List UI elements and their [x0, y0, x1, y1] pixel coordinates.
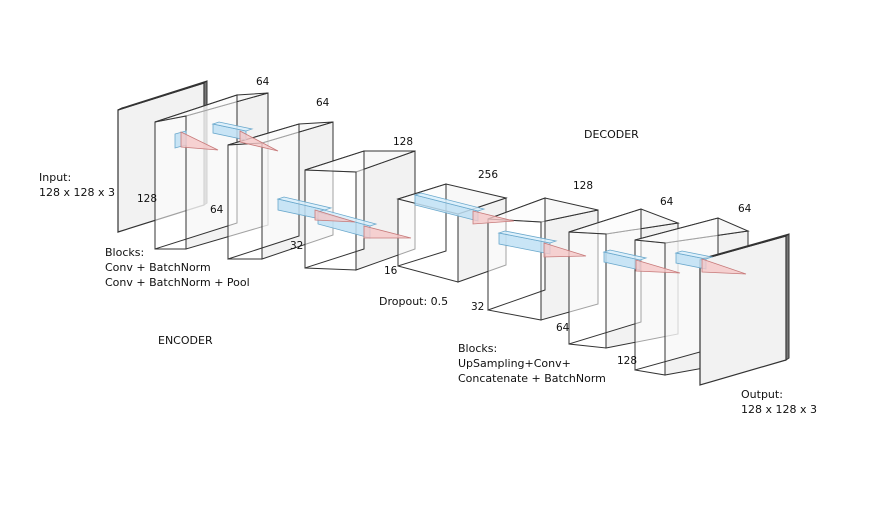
dim-label: 128	[617, 355, 637, 367]
decoder-blocks-line2: Concatenate + BatchNorm	[458, 372, 606, 385]
dim-label: 128	[393, 136, 413, 148]
cone-1	[180, 131, 219, 151]
dropout-label: Dropout: 0.5	[379, 295, 448, 308]
dim-label: 64	[556, 322, 570, 334]
decoder-blocks-line1: UpSampling+Conv+	[458, 357, 571, 370]
dim-label: 256	[478, 169, 498, 181]
dim-label: 128	[573, 180, 593, 192]
cone-7	[635, 259, 681, 274]
kernel-3	[211, 121, 254, 132]
cone-3	[314, 209, 356, 223]
decoder-label: DECODER	[584, 128, 639, 141]
dim-label: 64	[316, 97, 330, 109]
dim-label: 64	[660, 196, 674, 208]
dim-label: 64	[738, 203, 752, 215]
output-label-size: 128 x 128 x 3	[741, 403, 817, 416]
encoder-blocks-line2: Conv + BatchNorm + Pool	[105, 276, 250, 289]
dim-label: 128	[137, 193, 157, 205]
encoder-blocks-line1: Conv + BatchNorm	[105, 261, 211, 274]
input-label-title: Input:	[39, 171, 71, 184]
output-plate	[699, 233, 790, 386]
kernel-11	[497, 230, 558, 244]
kernel-13	[602, 249, 648, 261]
text-labels: Input: 128 x 128 x 3 Blocks: Conv + Batc…	[39, 128, 817, 416]
dim-label: 32	[471, 301, 484, 313]
encoder-label: ENCODER	[158, 334, 213, 347]
cone-8	[701, 258, 747, 275]
cone-5	[472, 210, 515, 225]
input-label-size: 128 x 128 x 3	[39, 186, 115, 199]
dim-label: 64	[210, 204, 224, 216]
kernel-9	[413, 192, 486, 212]
cone-4	[363, 225, 412, 239]
dim-label: 16	[384, 265, 398, 277]
cone-6	[543, 242, 587, 258]
dimension-labels: 64 64 128 256 128 64 64 128 64 32 16 32 …	[137, 76, 752, 367]
cones	[180, 130, 747, 275]
output-label-title: Output:	[741, 388, 783, 401]
kernel-15	[674, 250, 714, 260]
encoder-blocks-title: Blocks:	[105, 246, 144, 259]
cone-2	[239, 130, 279, 152]
dim-label: 64	[256, 76, 270, 88]
kernels	[174, 121, 714, 271]
decoder-blocks-title: Blocks:	[458, 342, 497, 355]
dim-label: 32	[290, 240, 303, 252]
kernel-5	[276, 196, 333, 211]
